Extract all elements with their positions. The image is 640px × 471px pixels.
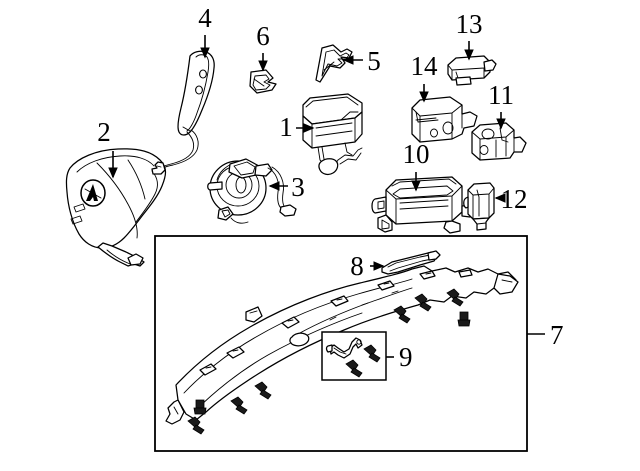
fastener-bolt bbox=[363, 344, 381, 363]
callout-label-12: 12 bbox=[501, 184, 528, 214]
part-small-triangular-bracket bbox=[249, 69, 277, 94]
part-driver-steering-wheel-airbag bbox=[65, 148, 167, 267]
fastener-group bbox=[187, 288, 471, 435]
callout-10: 10 bbox=[403, 139, 430, 192]
part-occupant-position-sensor bbox=[411, 96, 478, 143]
part-satellite-sensor-upper bbox=[447, 55, 497, 86]
callout-label-7: 7 bbox=[550, 320, 564, 350]
callout-label-1: 1 bbox=[279, 112, 293, 142]
callout-label-13: 13 bbox=[456, 9, 483, 39]
callout-13: 13 bbox=[456, 9, 483, 61]
callout-14: 14 bbox=[411, 51, 439, 103]
callout-4: 4 bbox=[198, 3, 212, 59]
callout-label-4: 4 bbox=[198, 3, 212, 33]
part-curtain-side-airbag-assembly bbox=[165, 265, 519, 425]
callout-label-8: 8 bbox=[350, 251, 364, 281]
curtain-airbag-frame bbox=[154, 235, 528, 452]
callout-11: 11 bbox=[488, 80, 514, 130]
fastener-bolt-vertical bbox=[193, 399, 207, 415]
callout-9: 9 bbox=[386, 342, 413, 372]
part-side-impact-sensor-harness bbox=[151, 50, 215, 175]
callout-label-3: 3 bbox=[291, 172, 305, 202]
fastener-bolt bbox=[345, 359, 363, 378]
part-side-impact-sensor bbox=[463, 182, 495, 231]
callout-label-10: 10 bbox=[403, 139, 430, 169]
callout-label-2: 2 bbox=[97, 117, 111, 147]
part-curtain-airbag-mounting-clip bbox=[381, 250, 441, 275]
part-cable-reel-clock-spring bbox=[207, 158, 297, 224]
callout-1: 1 bbox=[279, 112, 315, 142]
callout-3: 3 bbox=[268, 172, 305, 202]
part-bracket-and-bolt-kit bbox=[325, 337, 381, 378]
part-airbag-bracket-upper bbox=[315, 44, 353, 83]
callout-7: 7 bbox=[527, 320, 564, 350]
callout-8: 8 bbox=[350, 251, 385, 281]
callout-5: 5 bbox=[342, 46, 381, 76]
callout-label-5: 5 bbox=[367, 46, 381, 76]
fastener-bolt bbox=[254, 381, 272, 400]
fastener-bolt bbox=[230, 396, 248, 415]
fastener-bolt bbox=[393, 305, 411, 324]
callout-label-9: 9 bbox=[399, 342, 413, 372]
fastener-bolt bbox=[187, 416, 205, 435]
part-front-impact-sensor bbox=[471, 122, 527, 161]
fastener-bolt bbox=[446, 288, 464, 307]
callout-6: 6 bbox=[256, 21, 270, 72]
part-passenger-airbag-module bbox=[302, 93, 363, 176]
fastener-bolt bbox=[414, 293, 432, 312]
part-srs-control-unit bbox=[371, 176, 477, 234]
callout-2: 2 bbox=[97, 117, 118, 179]
callout-label-6: 6 bbox=[256, 21, 270, 51]
callout-12: 12 bbox=[494, 184, 528, 214]
callout-label-11: 11 bbox=[488, 80, 514, 110]
callout-label-14: 14 bbox=[411, 51, 439, 81]
fastener-bolt-vertical bbox=[457, 311, 471, 327]
